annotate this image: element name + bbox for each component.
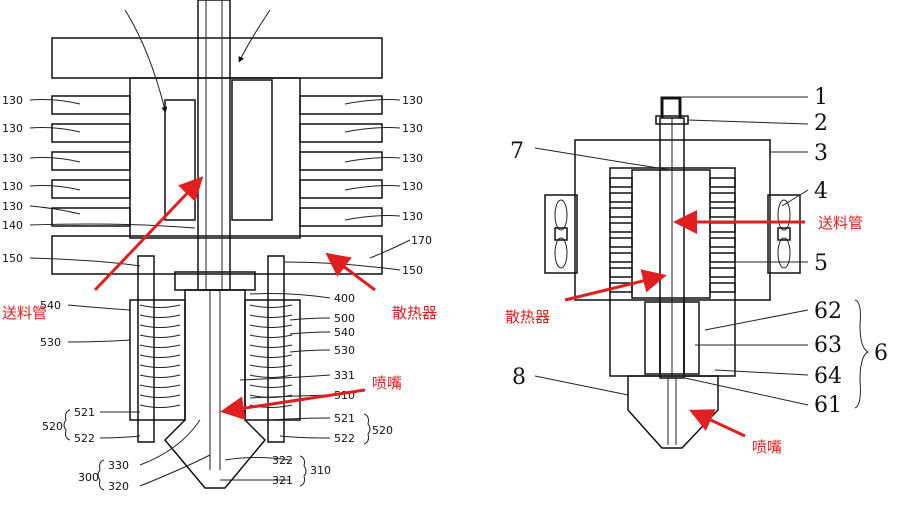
label-130: 130 <box>2 152 23 165</box>
label-130: 130 <box>2 122 23 135</box>
label-320: 320 <box>108 480 129 493</box>
label-522: 522 <box>334 432 355 445</box>
label-400: 400 <box>334 292 355 305</box>
label-540: 540 <box>40 299 61 312</box>
callout-heat-sink-right: 散热器 <box>505 308 550 326</box>
label-321: 321 <box>272 474 293 487</box>
right-shell <box>574 139 771 301</box>
left-screw-right <box>267 255 285 443</box>
right-nozzle <box>627 375 719 449</box>
left-thread-columns <box>129 299 301 421</box>
label-130: 130 <box>402 122 423 135</box>
right-top-clip <box>660 96 682 118</box>
label-331: 331 <box>334 369 355 382</box>
right-fan-right <box>767 194 801 274</box>
label-530: 530 <box>40 336 61 349</box>
label-63: 63 <box>814 333 842 358</box>
label-130: 130 <box>402 94 423 107</box>
callout-feed-tube-left: 送料管 <box>2 304 47 322</box>
label-130: 130 <box>2 180 23 193</box>
label-130: 130 <box>2 200 23 213</box>
left-screw-left <box>137 255 155 443</box>
left-heatsink-top <box>51 37 383 79</box>
label-330: 330 <box>108 459 129 472</box>
label-7: 7 <box>510 139 524 164</box>
label-140: 140 <box>2 219 23 232</box>
label-130: 130 <box>402 152 423 165</box>
callout-nozzle-left: 喷嘴 <box>372 374 402 392</box>
label-3: 3 <box>814 141 828 166</box>
right-fan-left <box>544 194 578 274</box>
label-150: 150 <box>402 264 423 277</box>
label-4: 4 <box>814 179 828 204</box>
label-530: 530 <box>334 344 355 357</box>
left-leaders <box>29 99 411 487</box>
label-6: 6 <box>874 341 888 366</box>
label-170: 170 <box>411 234 432 247</box>
left-nozzle-body <box>163 289 267 489</box>
label-322: 322 <box>272 454 293 467</box>
right-heatsink <box>631 169 711 299</box>
label-521: 521 <box>74 406 95 419</box>
label-61: 61 <box>814 393 842 418</box>
right-figure: 1 2 3 4 5 7 62 63 64 61 6 8 送料管 散热器 喷嘴 <box>505 85 888 456</box>
callout-heat-sink-left: 散热器 <box>392 304 437 322</box>
label-130: 130 <box>402 180 423 193</box>
label-1: 1 <box>814 85 828 110</box>
label-64: 64 <box>814 364 842 389</box>
label-2: 2 <box>814 111 828 136</box>
label-520: 520 <box>42 420 63 433</box>
left-figure: 130 130 130 130 130 140 150 130 130 130 … <box>2 0 437 493</box>
label-520: 520 <box>372 424 393 437</box>
label-310: 310 <box>310 464 331 477</box>
label-8: 8 <box>512 365 526 390</box>
label-130: 130 <box>2 94 23 107</box>
label-522: 522 <box>74 432 95 445</box>
label-521: 521 <box>334 412 355 425</box>
left-heatsink-fins <box>51 95 383 275</box>
left-feed-tube <box>197 0 231 291</box>
callout-nozzle-right: 喷嘴 <box>752 438 782 456</box>
label-150: 150 <box>2 252 23 265</box>
label-540: 540 <box>334 326 355 339</box>
label-130: 130 <box>402 210 423 223</box>
label-300: 300 <box>78 471 99 484</box>
label-62: 62 <box>814 299 842 324</box>
label-5: 5 <box>814 251 828 276</box>
callout-feed-tube-right: 送料管 <box>818 214 863 232</box>
right-leaders <box>534 96 809 406</box>
left-center-body <box>129 77 301 239</box>
label-500: 500 <box>334 312 355 325</box>
